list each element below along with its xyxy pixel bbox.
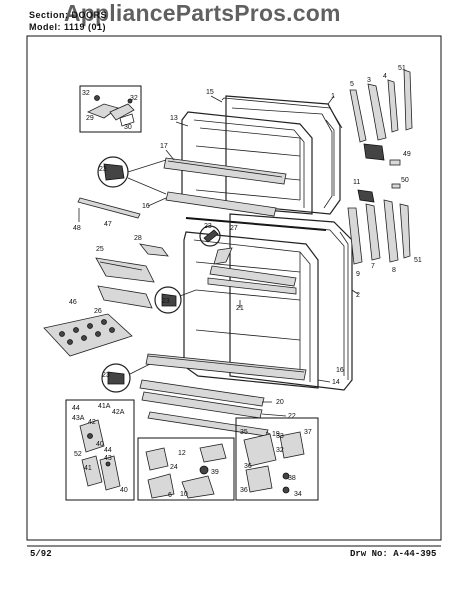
- callout-label: 21: [236, 305, 244, 312]
- callout-label: 23: [204, 223, 212, 230]
- callout-label: 8: [392, 267, 396, 274]
- callout-label: 11: [353, 179, 360, 186]
- freezer-door-outer: [221, 95, 343, 215]
- callout-label: 1: [331, 93, 335, 100]
- model-line: Model: 1119 (01): [29, 22, 106, 32]
- butter-compartment: [95, 257, 155, 309]
- right-hinge-parts-upper: [349, 69, 413, 189]
- drawing-number: A-44-395: [393, 549, 437, 559]
- fresh-food-door-outer: [229, 213, 353, 391]
- footer-date: 5/92: [30, 549, 52, 559]
- callout-label: 34: [294, 491, 302, 498]
- callout-label: 17: [160, 143, 168, 150]
- callout-label: 44: [72, 405, 80, 412]
- callout-label: 37: [304, 429, 312, 436]
- callout-label: 32: [130, 95, 138, 102]
- detail-circle-middle: [154, 286, 197, 314]
- inset-bottom-left: [65, 399, 135, 501]
- callout-label: 3: [367, 77, 371, 84]
- drawing-frame: [26, 35, 442, 541]
- callout-label: 50: [401, 177, 409, 184]
- callout-label: 16: [142, 203, 150, 210]
- callout-label: 46: [69, 299, 77, 306]
- inset-bottom-right: [235, 417, 319, 501]
- callout-label: 44: [104, 447, 112, 454]
- callout-label: 36: [244, 463, 252, 470]
- part-28-tray: [139, 243, 169, 257]
- callout-labels: 1 2 3 4 5 7 8 9 11 13 14 15 16 16 17 19 …: [69, 65, 422, 499]
- section-value: DOORS: [71, 10, 108, 20]
- callout-label: 2: [356, 292, 360, 299]
- detail-circle-lower: [101, 363, 151, 393]
- callout-label: 40: [120, 487, 128, 494]
- callout-label: 13: [170, 115, 178, 122]
- callout-label: 19: [272, 431, 280, 438]
- callout-label: 9: [356, 271, 360, 278]
- leader-lines: [147, 95, 359, 435]
- callout-label: 5: [350, 81, 354, 88]
- section-line: Section: DOORS: [29, 10, 107, 20]
- callout-label: 39: [211, 469, 219, 476]
- detail-circle-upper: [97, 156, 167, 195]
- callout-label: 15: [206, 89, 214, 96]
- callout-label: 29: [86, 115, 94, 122]
- callout-label: 23: [99, 166, 107, 173]
- callout-label: 14: [332, 379, 340, 386]
- callout-label: 23: [102, 372, 110, 379]
- callout-label: 42A: [112, 409, 125, 416]
- callout-label: 51: [414, 257, 422, 264]
- callout-label: 32: [276, 447, 284, 454]
- callout-label: 41: [84, 465, 92, 472]
- freezer-lower-bar: [165, 191, 277, 217]
- detail-circle-top-lower-door: [199, 225, 221, 247]
- callout-label: 40: [96, 441, 104, 448]
- callout-label: 27: [230, 225, 238, 232]
- callout-label: 52: [74, 451, 82, 458]
- callout-label: 6: [168, 492, 172, 499]
- fresh-food-shelf-bar: [209, 265, 297, 287]
- callout-label: 36: [240, 487, 248, 494]
- model-value: 1119 (01): [64, 22, 107, 32]
- callout-label: 20: [276, 399, 284, 406]
- callout-label: 41A: [98, 403, 111, 410]
- egg-tray: [43, 313, 133, 357]
- callout-label: 24: [170, 464, 178, 471]
- fresh-food-door-liner: [183, 231, 319, 389]
- callout-label: 32: [82, 90, 90, 97]
- inset-top-left: 32 32 29 30: [79, 85, 142, 133]
- callout-label: 38: [288, 475, 296, 482]
- freezer-door-liner: [181, 111, 313, 215]
- callout-label: 33: [276, 433, 284, 440]
- callout-label: 30: [124, 124, 132, 131]
- watermark: AppliancePartsPros.com: [64, 0, 341, 26]
- model-label: Model:: [29, 22, 61, 32]
- callout-label: 42: [88, 419, 96, 426]
- callout-label: 51: [398, 65, 406, 72]
- section-label: Section:: [29, 10, 69, 20]
- part-47-bar: [77, 197, 141, 222]
- callout-label: 49: [403, 151, 411, 158]
- callout-label: 47: [104, 221, 112, 228]
- callout-label: 35: [240, 429, 248, 436]
- callout-label: 25: [96, 246, 104, 253]
- callout-label: 43A: [72, 415, 85, 422]
- drawing-label: Drw No:: [350, 549, 388, 559]
- callout-label: 7: [371, 263, 375, 270]
- callout-label: 23: [162, 298, 170, 305]
- callout-label: 22: [288, 413, 296, 420]
- footer-drawing-number-line: Drw No: A-44-395: [350, 549, 436, 559]
- callout-label: 28: [134, 235, 142, 242]
- callout-label: 12: [178, 450, 186, 457]
- lower-door-trims: [139, 353, 307, 437]
- callout-label: 4: [383, 73, 387, 80]
- callout-label: 10: [180, 491, 188, 498]
- inset-bottom-middle: [137, 437, 235, 501]
- callout-label: 26: [94, 308, 102, 315]
- right-hinge-parts-lower: [347, 189, 411, 265]
- callout-label: 16: [336, 367, 344, 374]
- callout-label: 43: [104, 455, 112, 462]
- callout-label: 48: [73, 225, 81, 232]
